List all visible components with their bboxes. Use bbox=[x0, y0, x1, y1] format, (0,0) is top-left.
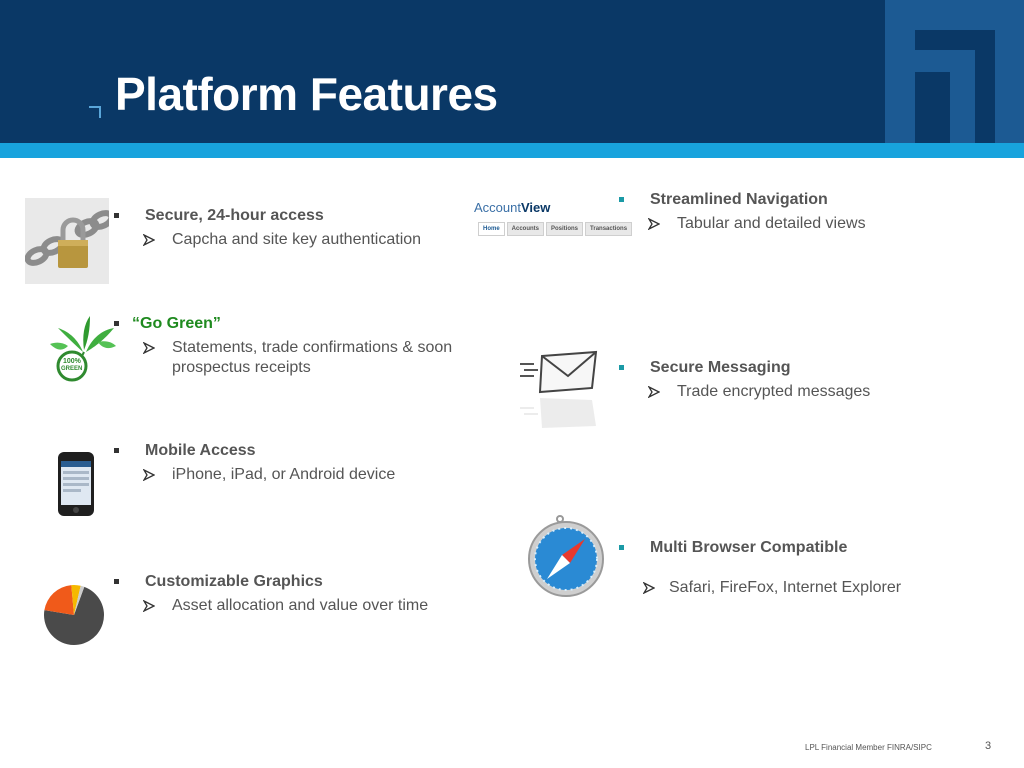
logo-view-text: View bbox=[520, 200, 551, 215]
pie-slice bbox=[71, 585, 81, 615]
feature-heading-secure-access: Secure, 24-hour access bbox=[145, 207, 324, 224]
header-band: Platform Features bbox=[0, 0, 1024, 143]
padlock-icon bbox=[25, 198, 109, 284]
feature-detail-streamlined-nav: Tabular and detailed views bbox=[677, 215, 866, 232]
compass-icon bbox=[528, 515, 604, 597]
logo-account-text: Account bbox=[474, 200, 521, 215]
feature-detail-secure-messaging: Trade encrypted messages bbox=[677, 383, 871, 400]
arrow-bullet-icon bbox=[648, 386, 660, 398]
tab-transactions[interactable]: Transactions bbox=[585, 222, 633, 236]
account-view-tabs: Home Accounts Positions Transactions bbox=[478, 222, 633, 236]
leaf-icon bbox=[50, 316, 116, 382]
arrow-bullet-icon bbox=[143, 600, 155, 612]
header-stripe bbox=[0, 143, 1024, 158]
tab-accounts[interactable]: Accounts bbox=[506, 222, 545, 236]
decor-shape bbox=[885, 30, 915, 143]
bullet-marker bbox=[619, 365, 624, 370]
bullet-marker bbox=[619, 197, 624, 202]
decor-shape bbox=[885, 0, 1024, 30]
feature-heading-mobile-access: Mobile Access bbox=[145, 442, 256, 459]
go-green-badge: 100% GREEN bbox=[48, 312, 118, 382]
bullet-marker bbox=[114, 448, 119, 453]
feature-heading-multi-browser: Multi Browser Compatible bbox=[650, 539, 848, 556]
feature-heading-custom-graphics: Customizable Graphics bbox=[145, 573, 323, 590]
green-badge-line2: GREEN bbox=[61, 366, 83, 372]
smartphone-icon bbox=[58, 452, 94, 516]
decor-shape bbox=[950, 50, 975, 143]
feature-detail-go-green-line1: Statements, trade confirmations & soon bbox=[172, 339, 453, 356]
feature-heading-go-green: “Go Green” bbox=[132, 315, 221, 332]
pie-slice bbox=[74, 585, 85, 615]
feature-heading-streamlined-nav: Streamlined Navigation bbox=[650, 191, 828, 208]
feature-detail-custom-graphics: Asset allocation and value over time bbox=[172, 597, 429, 614]
arrow-bullet-icon bbox=[143, 469, 155, 481]
account-view-logo: AccountView bbox=[474, 200, 550, 215]
page-title: Platform Features bbox=[115, 68, 498, 120]
footer-disclosure: LPL Financial Member FINRA/SIPC bbox=[805, 743, 932, 752]
bullet-marker bbox=[619, 545, 624, 550]
green-badge-line1: 100% bbox=[63, 358, 81, 365]
arrow-bullet-icon bbox=[143, 234, 155, 246]
feature-detail-go-green-line2: prospectus receipts bbox=[172, 359, 311, 376]
page-number: 3 bbox=[985, 740, 992, 752]
pie-slice bbox=[44, 585, 74, 615]
bullet-marker bbox=[114, 213, 119, 218]
pie-chart-icon bbox=[44, 585, 104, 645]
decor-shape bbox=[995, 30, 1024, 143]
feature-detail-multi-browser: Safari, FireFox, Internet Explorer bbox=[669, 579, 902, 596]
arrow-bullet-icon bbox=[143, 342, 155, 354]
tab-positions[interactable]: Positions bbox=[546, 222, 584, 236]
bullet-marker bbox=[114, 321, 119, 326]
arrow-bullet-icon bbox=[643, 582, 655, 594]
title-corner-mark bbox=[89, 106, 101, 118]
feature-detail-secure-access: Capcha and site key authentication bbox=[172, 231, 422, 248]
account-view-preview: AccountView Home Accounts Positions Tran… bbox=[472, 196, 633, 242]
pie-slice bbox=[44, 586, 104, 645]
tab-home[interactable]: Home bbox=[478, 222, 505, 236]
bullet-marker bbox=[114, 579, 119, 584]
envelope-icon bbox=[520, 350, 598, 428]
feature-heading-secure-messaging: Secure Messaging bbox=[650, 359, 791, 376]
feature-detail-mobile-access: iPhone, iPad, or Android device bbox=[172, 466, 396, 483]
arrow-bullet-icon bbox=[648, 218, 660, 230]
